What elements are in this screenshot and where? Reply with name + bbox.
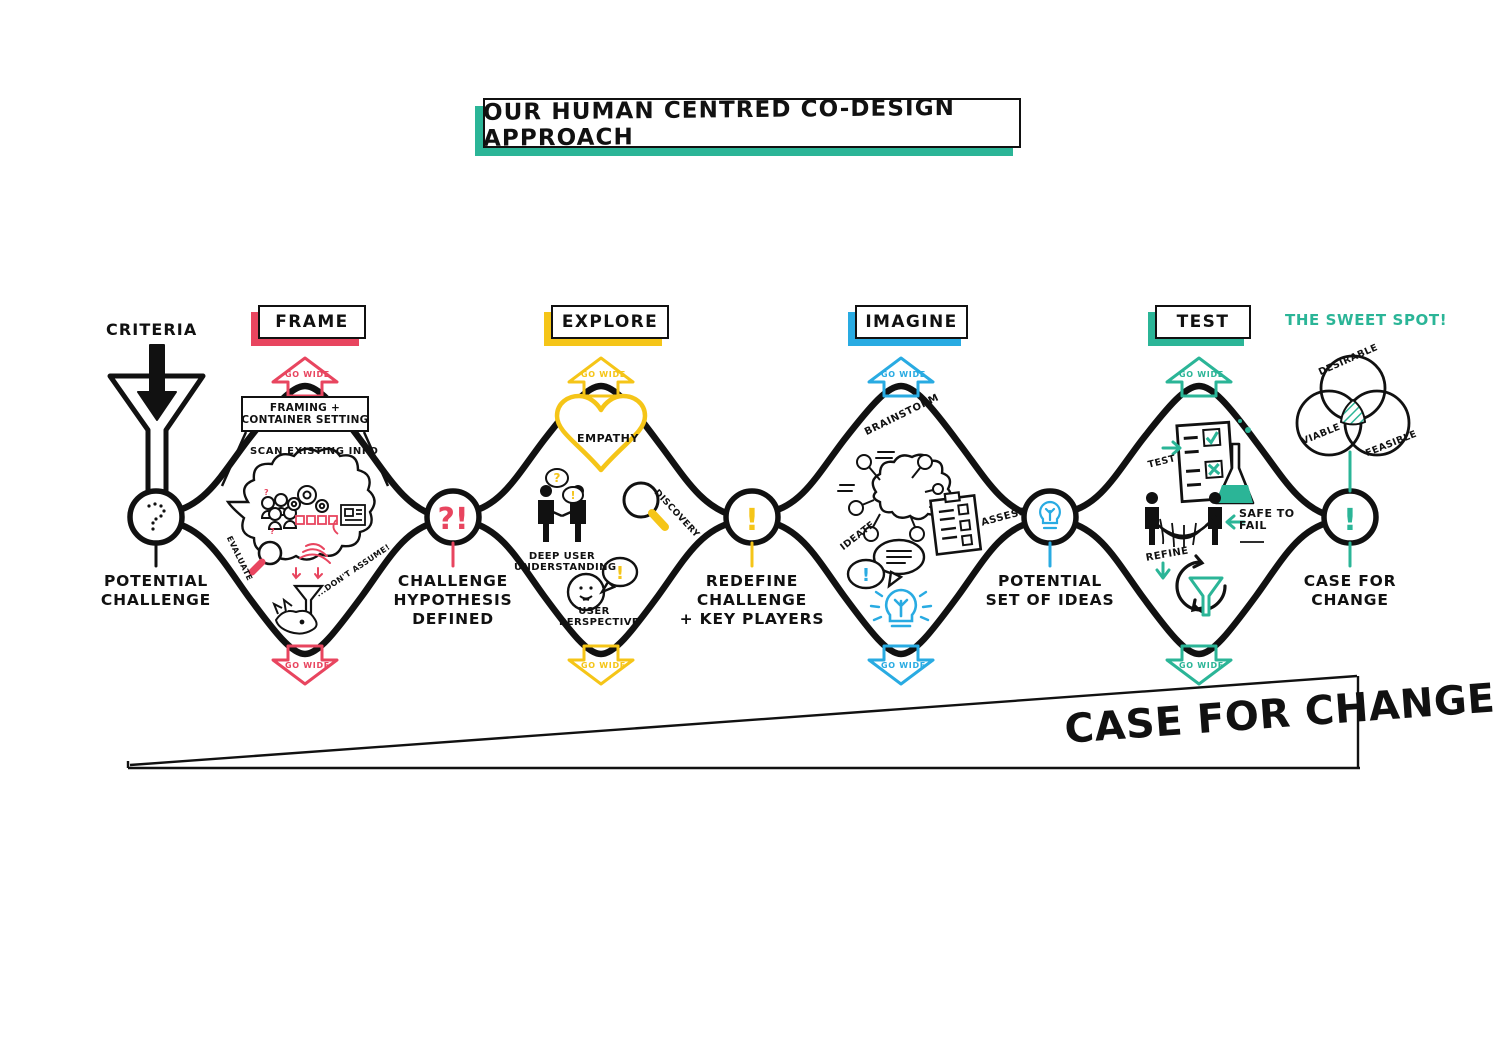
node-glyph-challenge-hypothesis: ?! — [437, 502, 468, 537]
phase-tab-test[interactable]: TEST — [1148, 305, 1251, 346]
imagine-phase-artwork: ! — [837, 451, 983, 628]
svg-text:!: ! — [862, 565, 870, 586]
title-banner: OUR HUMAN CENTRED CO-DESIGN APPROACH — [475, 95, 1021, 156]
phase-tab-test-box — [1155, 305, 1251, 339]
phase-tab-test-label: TEST — [1176, 312, 1230, 332]
phase-tab-explore-label: EXPLORE — [561, 312, 659, 332]
scan-existing-info-label: SCAN EXISTING INFO — [250, 446, 379, 457]
svg-text:?: ? — [270, 527, 275, 536]
go-wide-label-imagine-top: GO WIDE — [881, 370, 926, 379]
node-label-potential-challenge: POTENTIAL CHALLENGE — [100, 572, 212, 609]
go-wide-label-imagine-bottom: GO WIDE — [881, 661, 926, 670]
node-glyph-potential-challenge — [147, 502, 166, 531]
process-flow-path — [168, 382, 1334, 658]
phase-tab-frame-label: FRAME — [275, 312, 349, 332]
go-wide-arrows — [271, 356, 1233, 686]
sweet-spot-title: THE SWEET SPOT! — [1285, 311, 1448, 329]
svg-text:?: ? — [554, 471, 561, 485]
framing-container-setting-box — [241, 396, 369, 432]
phase-tab-explore[interactable]: EXPLORE — [544, 305, 669, 346]
svg-text:!: ! — [570, 489, 575, 502]
sweet-spot-venn-diagram — [1295, 354, 1411, 457]
node-stems — [154, 450, 1352, 568]
phase-tab-frame[interactable]: FRAME — [251, 305, 366, 346]
node-glyph-lightbulb-icon — [1039, 500, 1061, 530]
svg-text:!: ! — [616, 563, 624, 584]
node-glyph-case-for-change: ! — [1343, 503, 1357, 538]
phase-tab-imagine-box — [855, 305, 968, 339]
phase-tab-explore-box — [551, 305, 669, 339]
safe-to-fail-label: SAFE TO FAIL — [1239, 507, 1295, 533]
phase-tab-frame-box — [258, 305, 366, 339]
go-wide-label-frame-top: GO WIDE — [285, 370, 330, 379]
go-wide-label-test-top: GO WIDE — [1179, 370, 1224, 379]
node-label-potential-set-of-ideas: POTENTIAL SET OF IDEAS — [985, 572, 1115, 609]
explore-phase-artwork: ? ! ! — [538, 393, 669, 612]
frame-phase-artwork: ??? — [220, 431, 390, 635]
node-label-case-for-change: CASE FOR CHANGE — [1303, 572, 1397, 609]
test-phase-artwork — [1145, 419, 1264, 617]
go-wide-label-explore-bottom: GO WIDE — [581, 661, 626, 670]
user-perspective-label: USER PERSPECTIVE — [559, 606, 640, 629]
framing-container-setting-text: FRAMING + CONTAINER SETTING — [241, 402, 369, 426]
node-glyph-redefine: ! — [745, 503, 759, 538]
node-label-challenge-hypothesis-defined: CHALLENGE HYPOTHESIS DEFINED — [393, 572, 513, 628]
case-for-change-ramp — [126, 674, 1360, 770]
go-wide-label-explore-top: GO WIDE — [581, 370, 626, 379]
empathy-label: EMPATHY — [577, 432, 640, 445]
criteria-funnel-icon — [107, 344, 206, 503]
svg-text:?: ? — [264, 488, 269, 497]
phase-tab-imagine[interactable]: IMAGINE — [848, 305, 968, 346]
deep-user-understanding-label: DEEP USER UNDERSTANDING — [514, 551, 617, 574]
phase-tab-imagine-label: IMAGINE — [865, 312, 958, 332]
criteria-label: CRITERIA — [106, 320, 198, 339]
go-wide-label-test-bottom: GO WIDE — [1179, 661, 1224, 670]
title-banner-box — [483, 98, 1021, 148]
node-label-redefine-challenge: REDEFINE CHALLENGE + KEY PLAYERS — [679, 572, 825, 628]
go-wide-label-frame-bottom: GO WIDE — [285, 661, 330, 670]
